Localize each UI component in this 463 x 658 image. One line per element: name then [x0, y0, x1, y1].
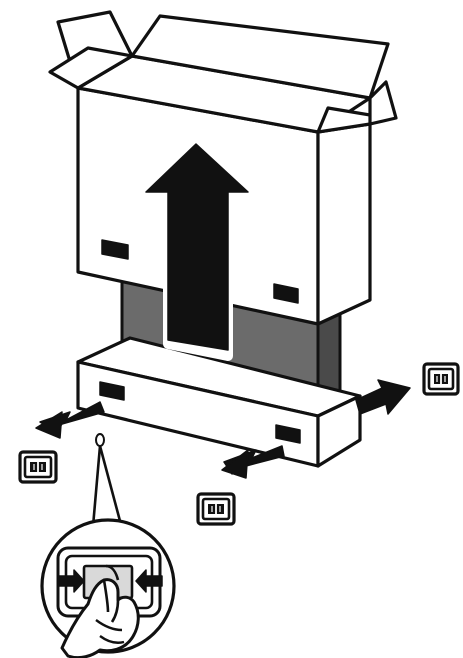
tray-handle-left — [99, 381, 125, 401]
squeeze-arrow-right-icon — [135, 569, 163, 593]
box-handle-right — [273, 283, 299, 304]
tray-handle-right — [275, 424, 301, 444]
pull-arrow-left-icon — [35, 401, 105, 439]
squeeze-arrow-left-icon — [57, 569, 85, 593]
release-clip-icon-right — [422, 362, 460, 396]
release-clip-icon-bottom — [196, 492, 236, 526]
carton-box — [48, 10, 398, 326]
box-handle-left — [101, 239, 129, 260]
pull-arrow-right-icon — [355, 379, 411, 415]
base-tray — [76, 336, 362, 468]
hand-release-clip-icon — [60, 564, 140, 658]
detail-magnifier — [40, 518, 176, 658]
pull-arrow-bottom-icon — [221, 445, 285, 479]
release-clip-icon-left — [18, 450, 58, 484]
lift-up-arrow-icon — [141, 139, 253, 361]
